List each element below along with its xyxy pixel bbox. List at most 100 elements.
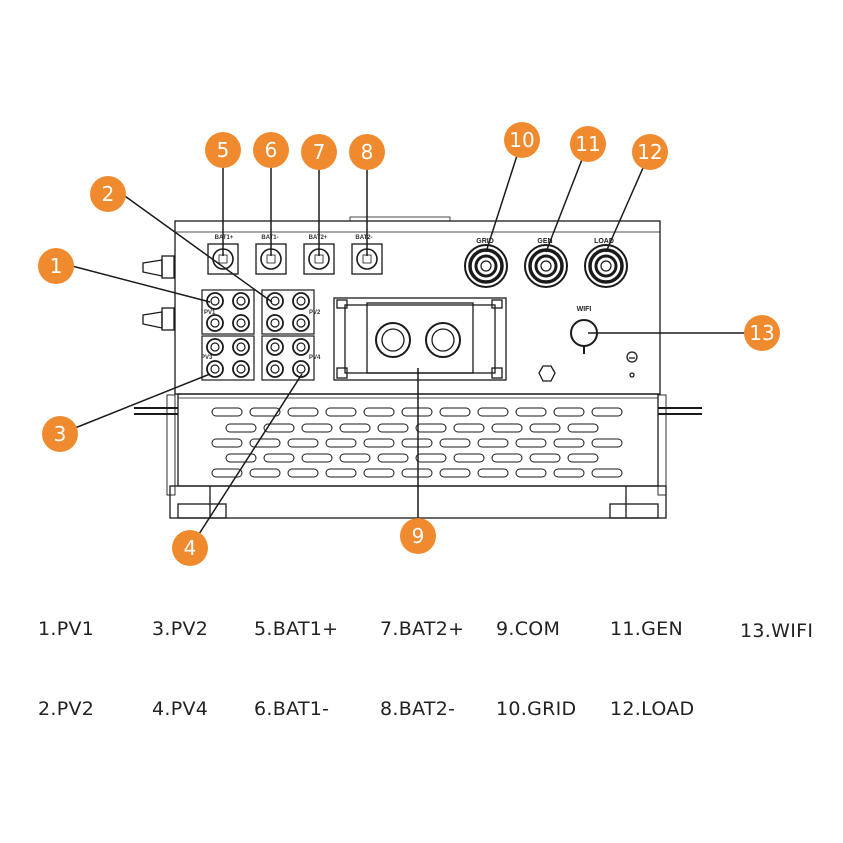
callout-number: 8 <box>361 140 374 164</box>
vent-slot <box>477 468 509 478</box>
vent-slot <box>439 438 471 448</box>
legend-item: 4.PV4 <box>152 698 209 720</box>
legend-item: 13.WIFI <box>740 620 814 642</box>
callout-circle <box>570 126 606 162</box>
legend-item: 1.PV1 <box>38 618 95 640</box>
callout-circle <box>744 315 780 351</box>
callout-number: 10 <box>509 128 534 152</box>
vent-slot <box>453 453 485 463</box>
callout-number: 7 <box>313 140 326 164</box>
vent-slot <box>515 468 547 478</box>
vent-slot <box>491 453 523 463</box>
vent-slot <box>553 468 585 478</box>
vent-slot <box>211 438 243 448</box>
pv-connectors <box>201 289 315 381</box>
label-bat1-neg: BAT1- <box>261 235 278 241</box>
label-bat1-pos: BAT1+ <box>215 235 234 241</box>
callout-number: 1 <box>50 254 63 278</box>
vent-slot <box>263 423 295 433</box>
pv-connector <box>206 338 224 356</box>
vent-slot <box>491 423 523 433</box>
vent-slot <box>339 453 371 463</box>
vent-slot <box>529 423 561 433</box>
vent-slot <box>377 423 409 433</box>
callout-circle <box>632 134 668 170</box>
callout-circle <box>90 176 126 212</box>
callout-4: 4 <box>172 530 208 566</box>
vent-slot <box>567 453 599 463</box>
pv-connector-block <box>201 289 255 335</box>
vent-slot <box>515 438 547 448</box>
pv-connector <box>232 314 250 332</box>
label-pv3: PV3 <box>201 355 213 361</box>
vent-slot <box>567 423 599 433</box>
callout-8: 8 <box>349 134 385 170</box>
legend-item: 12.LOAD <box>610 698 695 720</box>
callout-9: 9 <box>400 518 436 554</box>
callout-circle <box>400 518 436 554</box>
legend-item: 9.COM <box>496 618 561 640</box>
legend-item: 5.BAT1+ <box>254 618 339 640</box>
callout-10: 10 <box>504 122 540 158</box>
vent-slots <box>211 407 623 478</box>
vent-slot <box>211 468 243 478</box>
vent-slot <box>301 423 333 433</box>
label-bat2-pos: BAT2+ <box>309 235 328 241</box>
callout-circle <box>42 416 78 452</box>
callout-circle <box>38 248 74 284</box>
label-pv2: PV2 <box>309 310 321 316</box>
callout-5: 5 <box>205 132 241 168</box>
vent-slot <box>301 453 333 463</box>
vent-slot <box>249 468 281 478</box>
callout-3: 3 <box>42 416 78 452</box>
callout-circle <box>349 134 385 170</box>
vent-slot <box>439 468 471 478</box>
callout-number: 9 <box>412 524 425 548</box>
vent-slot <box>363 407 395 417</box>
callout-circle <box>205 132 241 168</box>
vent-slot <box>287 438 319 448</box>
pv-connector <box>232 338 250 356</box>
vent-slot <box>591 407 623 417</box>
vent-slot <box>287 468 319 478</box>
pv-connector <box>206 360 224 378</box>
vent-slot <box>287 407 319 417</box>
pv-connector <box>292 338 310 356</box>
vent-slot <box>591 438 623 448</box>
callout-circle <box>253 132 289 168</box>
vent-slot <box>263 453 295 463</box>
callout-12: 12 <box>632 134 668 170</box>
pv-connector-block <box>201 335 255 381</box>
vent-slot <box>553 407 585 417</box>
vent-slot <box>529 453 561 463</box>
vent-slot <box>515 407 547 417</box>
vent-slot <box>325 468 357 478</box>
pv-connector <box>266 360 284 378</box>
vent-slot <box>591 468 623 478</box>
pv-connector <box>206 292 224 310</box>
callout-number: 5 <box>217 138 230 162</box>
pv-connector <box>266 314 284 332</box>
label-bat2-neg: BAT2- <box>355 235 372 241</box>
label-load: LOAD <box>594 238 614 245</box>
pv-connector <box>232 360 250 378</box>
callout-number: 11 <box>575 132 600 156</box>
vent-slot <box>415 453 447 463</box>
vent-slot <box>453 423 485 433</box>
callout-11: 11 <box>570 126 606 162</box>
callout-7: 7 <box>301 134 337 170</box>
vent-slot <box>225 423 257 433</box>
vent-slot <box>401 407 433 417</box>
vent-slot <box>415 423 447 433</box>
callout-number: 2 <box>102 182 115 206</box>
vent-slot <box>553 438 585 448</box>
pv-connector <box>266 338 284 356</box>
vent-slot <box>363 438 395 448</box>
vent-slot <box>477 438 509 448</box>
legend-item: 11.GEN <box>610 618 683 640</box>
label-gen: GEN <box>537 238 552 245</box>
vent-slot <box>325 438 357 448</box>
callout-number: 6 <box>265 138 278 162</box>
label-pv4: PV4 <box>309 355 321 361</box>
